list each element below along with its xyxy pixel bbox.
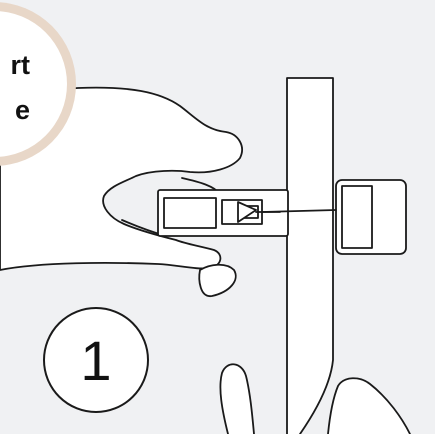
badge-text-line-2: e [14, 95, 30, 125]
pen-applicator [157, 189, 337, 237]
step-circle [43, 307, 149, 413]
test-strip [286, 77, 334, 434]
corner-badge [0, 2, 76, 166]
badge-text-line-1: rt [10, 50, 31, 80]
device-body [335, 179, 407, 255]
step-number: 1 [80, 328, 112, 392]
lower-hand [219, 363, 411, 434]
